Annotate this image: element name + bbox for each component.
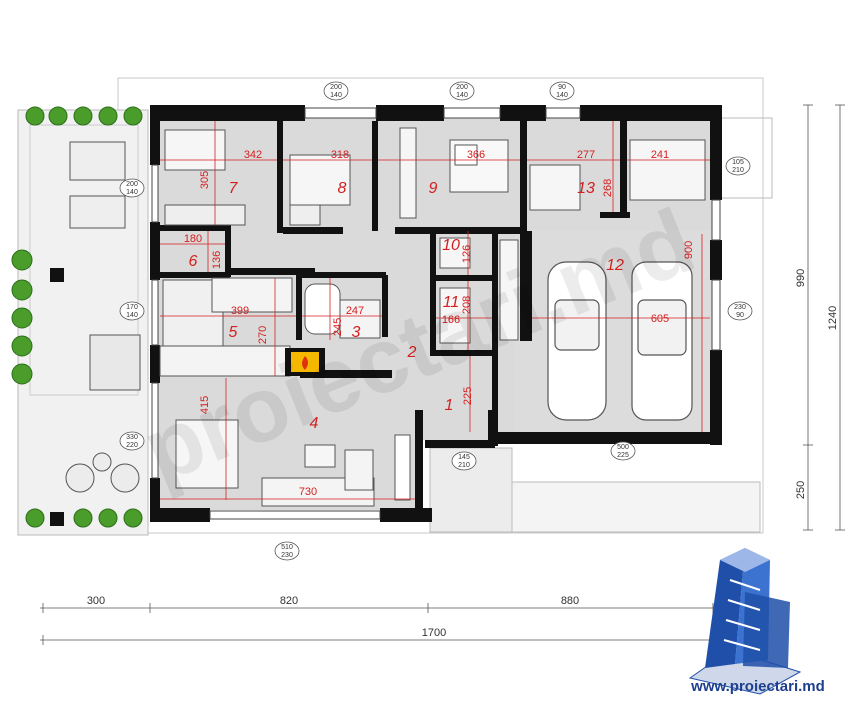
- dim-total-depth: 1240: [827, 306, 839, 330]
- dim-270: 270: [257, 326, 269, 344]
- room-number-3: 3: [352, 324, 361, 341]
- bushes: [11, 106, 143, 528]
- room-number-12: 12: [606, 257, 624, 274]
- dim-241: 241: [651, 149, 669, 161]
- dim-166: 166: [442, 314, 460, 326]
- opening-h: 140: [126, 312, 138, 319]
- dim-bottom-300: 300: [87, 595, 105, 607]
- dim-305: 305: [199, 171, 211, 189]
- dim-180: 180: [184, 233, 202, 245]
- dimension-lines: [160, 121, 710, 500]
- terrace-pillars: [50, 268, 64, 526]
- dim-605: 605: [651, 313, 669, 325]
- dim-right-250: 250: [795, 481, 807, 499]
- opening-h: 90: [736, 312, 744, 319]
- dim-right-990: 990: [795, 269, 807, 287]
- inner-dimensions: 342 318 366 277 241 305 268 180 136 126 …: [184, 149, 695, 498]
- outer-dimensions: 300 820 880 1700 990 250 1240: [87, 269, 839, 639]
- opening-w: 90: [558, 84, 566, 91]
- walls: [150, 105, 722, 522]
- opening-h: 225: [617, 452, 629, 459]
- opening-w: 500: [617, 444, 629, 451]
- room-number-2: 2: [407, 344, 417, 361]
- opening-bubbles: [119, 81, 753, 561]
- opening-h: 220: [126, 442, 138, 449]
- room-number-4: 4: [310, 415, 319, 432]
- dim-268: 268: [602, 179, 614, 197]
- dim-399: 399: [231, 305, 249, 317]
- dim-247: 247: [346, 305, 364, 317]
- fireplace: [285, 348, 325, 376]
- room-number-13: 13: [577, 180, 595, 197]
- dim-126: 126: [461, 245, 473, 263]
- dim-342: 342: [244, 149, 262, 161]
- opening-w: 510: [281, 544, 293, 551]
- opening-h: 140: [556, 92, 568, 99]
- dim-318: 318: [331, 149, 349, 161]
- windows: [151, 107, 721, 520]
- dim-900: 900: [683, 241, 695, 259]
- dim-208: 208: [461, 296, 473, 314]
- opening-h: 230: [281, 552, 293, 559]
- room-number-9: 9: [429, 180, 438, 197]
- cars: [547, 261, 693, 421]
- room-number-1: 1: [445, 397, 454, 414]
- dim-bottom-820: 820: [280, 595, 298, 607]
- room-number-8: 8: [338, 180, 347, 197]
- dim-415: 415: [199, 396, 211, 414]
- room-number-6: 6: [189, 253, 198, 270]
- opening-w: 230: [734, 304, 746, 311]
- opening-h: 140: [330, 92, 342, 99]
- opening-w: 145: [458, 454, 470, 461]
- opening-h: 140: [126, 189, 138, 196]
- opening-h: 140: [456, 92, 468, 99]
- opening-w: 200: [126, 181, 138, 188]
- dim-bottom-880: 880: [561, 595, 579, 607]
- opening-h: 210: [732, 167, 744, 174]
- site-url: www.proiectari.md: [690, 678, 825, 695]
- dim-245: 245: [332, 318, 344, 336]
- room-number-11: 11: [443, 294, 460, 311]
- room-numbers: 7 8 9 13 6 10 12 11 5 3 2 1 4: [189, 180, 624, 432]
- opening-h: 210: [458, 462, 470, 469]
- opening-bubble-labels: 200 140 200 140 90 140 200 140 105 210 1…: [126, 84, 746, 559]
- dim-136: 136: [211, 251, 223, 269]
- opening-w: 105: [732, 159, 744, 166]
- dim-366: 366: [467, 149, 485, 161]
- opening-w: 330: [126, 434, 138, 441]
- opening-w: 200: [456, 84, 468, 91]
- logo: [688, 548, 802, 695]
- opening-w: 170: [126, 304, 138, 311]
- room-number-10: 10: [442, 237, 460, 254]
- dim-730: 730: [299, 486, 317, 498]
- dim-277: 277: [577, 149, 595, 161]
- dim-total-width: 1700: [422, 627, 446, 639]
- opening-w: 200: [330, 84, 342, 91]
- room-number-7: 7: [229, 180, 239, 197]
- dim-225: 225: [462, 387, 474, 405]
- furniture: [65, 127, 706, 507]
- room-number-5: 5: [229, 324, 238, 341]
